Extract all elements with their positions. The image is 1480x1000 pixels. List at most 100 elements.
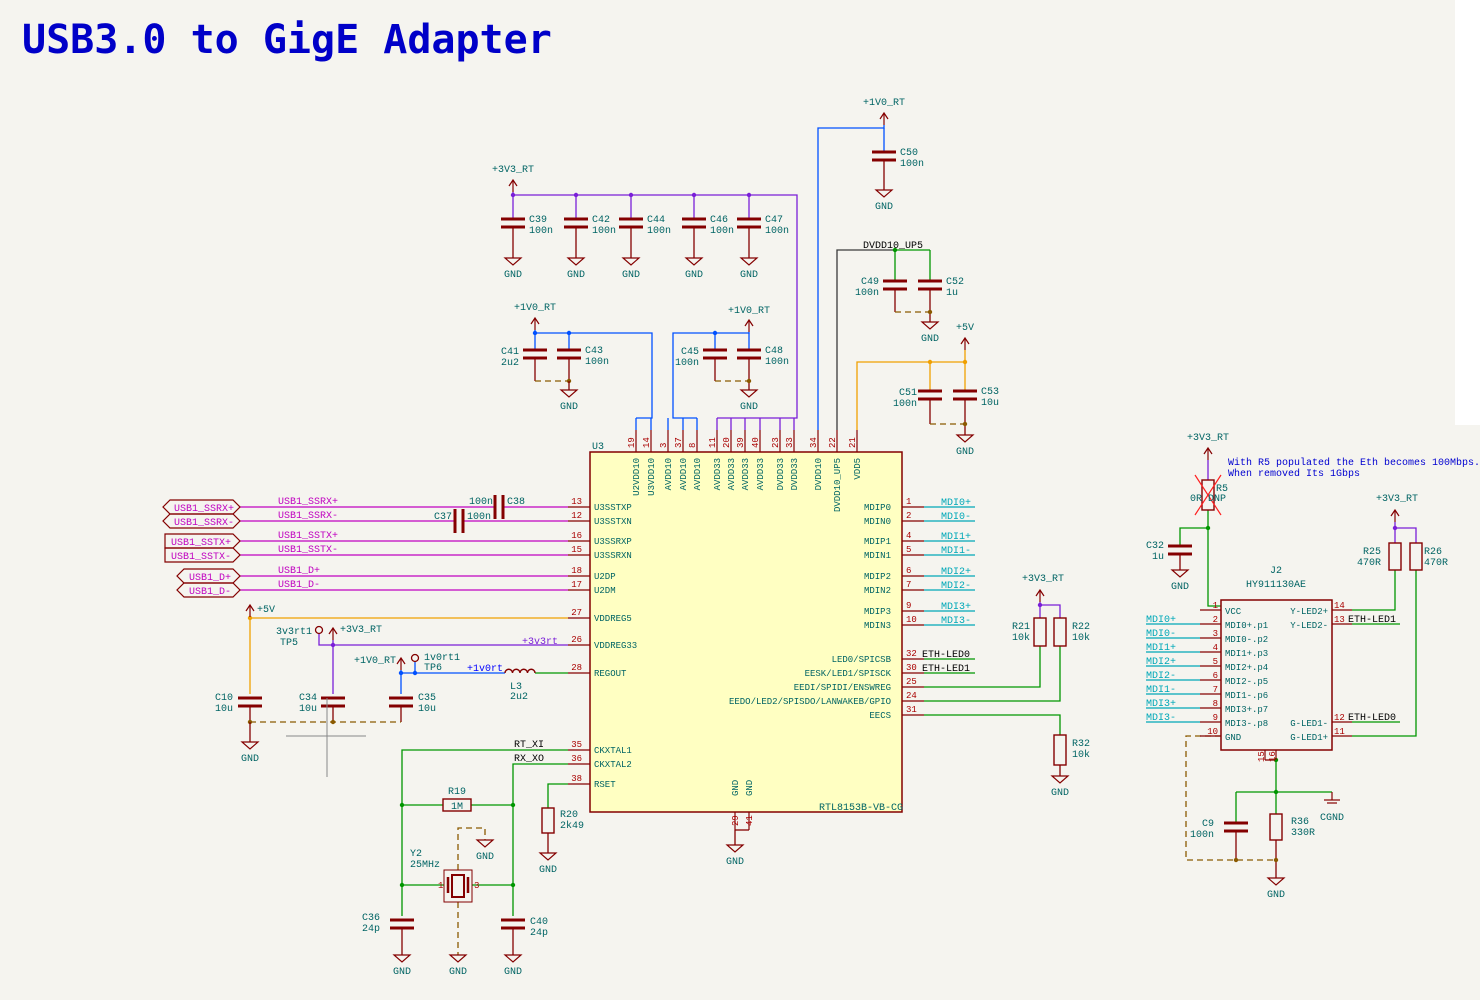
net-5v[interactable] — [856, 350, 966, 430]
global-label-shape[interactable] — [176, 582, 241, 598]
net-rx-xo[interactable] — [512, 763, 568, 916]
capacitor-c49[interactable] — [883, 279, 907, 291]
component-value: 100n — [765, 226, 789, 237]
capacitor-c10[interactable] — [238, 696, 262, 708]
pin-name: EESK/LED1/SPISCK — [805, 669, 892, 679]
connector-j2-ref: J2 — [1270, 566, 1282, 577]
wire[interactable] — [1352, 570, 1396, 611]
capacitor-c44[interactable] — [619, 217, 643, 229]
component-ref: C34 — [299, 693, 317, 704]
component-value: 24p — [362, 924, 380, 935]
component-ref: C36 — [362, 913, 380, 924]
net-dvdd10-up5[interactable] — [836, 249, 895, 430]
capacitor-c52[interactable] — [918, 279, 942, 291]
capacitor-c34[interactable] — [321, 696, 345, 708]
component-value: 1v0rt1 — [424, 653, 460, 664]
pin-number: 21 — [848, 437, 858, 448]
capacitor-c35[interactable] — [389, 696, 413, 708]
pin-number: 3 — [1213, 629, 1218, 639]
power-symbol — [1390, 508, 1400, 522]
junction-dot — [1037, 602, 1043, 608]
gnd-symbol — [503, 954, 523, 963]
global-label-shape[interactable] — [164, 533, 241, 549]
ic-u3-ref: U3 — [592, 442, 604, 453]
wire[interactable] — [924, 646, 1041, 688]
resistor-r22[interactable] — [1053, 617, 1067, 647]
test-point-tp5[interactable] — [314, 625, 324, 635]
pin-name: Y-LED2- — [1290, 621, 1328, 631]
pin-name: U3VDD10 — [647, 458, 657, 496]
capacitor-c41[interactable] — [523, 348, 547, 360]
component-ref: C42 — [592, 215, 610, 226]
wire[interactable] — [1179, 527, 1208, 546]
resistor-r25[interactable] — [1388, 542, 1402, 571]
capacitor-c37[interactable] — [453, 509, 465, 533]
pin-number: 40 — [751, 437, 761, 448]
capacitor-c40[interactable] — [501, 918, 525, 930]
junction-dot — [399, 882, 405, 888]
net-5v[interactable] — [249, 617, 568, 619]
net-1v0-rt[interactable] — [817, 125, 885, 430]
pin-number: 5 — [906, 545, 911, 555]
capacitor-c53[interactable] — [953, 389, 977, 401]
component-ref: R5 — [1216, 484, 1228, 495]
global-label-shape[interactable] — [162, 513, 241, 529]
capacitor-c36[interactable] — [390, 918, 414, 930]
net-3v3-rt[interactable] — [1039, 602, 1061, 618]
capacitor-c46[interactable] — [682, 217, 706, 229]
net-label-eth-led0: ETH-LED0 — [922, 650, 970, 661]
component-ref: R21 — [1012, 622, 1030, 633]
wire[interactable] — [1352, 570, 1417, 737]
capacitor-c47[interactable] — [737, 217, 761, 229]
net-label-mdi: MDI0- — [1146, 629, 1176, 640]
net-rt-xi[interactable] — [401, 749, 568, 916]
crystal-y2[interactable] — [443, 869, 473, 903]
capacitor-c48[interactable] — [737, 348, 761, 360]
global-label-usb: USB1_D+ — [189, 573, 231, 584]
pin-number: 9 — [1213, 713, 1218, 723]
component-ref: C38 — [507, 497, 525, 508]
capacitor-c42[interactable] — [564, 217, 588, 229]
capacitor-c50[interactable] — [872, 150, 896, 162]
component-value: 10k — [1072, 749, 1090, 761]
global-label-shape[interactable] — [164, 547, 241, 563]
pin-number: 26 — [571, 635, 582, 645]
pin-name: DVDD33 — [790, 458, 800, 490]
component-ref: R32 — [1072, 739, 1090, 750]
capacitor-c39[interactable] — [501, 217, 525, 229]
net-3v3rt[interactable] — [318, 634, 333, 646]
gnd-net[interactable] — [1185, 735, 1276, 861]
wire[interactable] — [1207, 510, 1221, 607]
pin-name: MDI3+.p7 — [1225, 705, 1268, 715]
resistor-r32[interactable] — [1053, 734, 1067, 766]
inductor-l3[interactable] — [504, 668, 536, 674]
ic-u3-body[interactable] — [589, 451, 903, 813]
wire[interactable] — [924, 646, 1061, 702]
wire[interactable] — [547, 783, 568, 808]
capacitor-c9[interactable] — [1224, 821, 1248, 833]
resistor-r21[interactable] — [1033, 617, 1047, 647]
capacitor-c32[interactable] — [1168, 544, 1192, 556]
test-point-tp6[interactable] — [410, 653, 420, 663]
resistor-r36[interactable] — [1269, 813, 1283, 841]
net-1v0-rt[interactable] — [672, 332, 750, 419]
net-3v3-rt[interactable] — [1395, 527, 1417, 543]
capacitor-c45[interactable] — [703, 348, 727, 360]
global-label-usb: USB1_SSTX- — [171, 552, 231, 563]
resistor-r26[interactable] — [1409, 542, 1423, 571]
capacitor-c51[interactable] — [918, 389, 942, 401]
net-1v0-rt[interactable] — [534, 330, 653, 419]
resistor-r20[interactable] — [541, 807, 555, 834]
capacitor-c43[interactable] — [557, 348, 581, 360]
resistor-r5[interactable] — [1201, 479, 1215, 511]
wire[interactable] — [924, 714, 1061, 735]
capacitor-c38[interactable] — [493, 495, 505, 519]
resistor-r19[interactable] — [442, 798, 472, 812]
junction-dot — [628, 192, 634, 198]
component-value: 470R — [1357, 558, 1381, 569]
component-ref: R36 — [1291, 817, 1309, 828]
gnd-net[interactable] — [457, 827, 486, 870]
junction-dot — [1205, 525, 1211, 531]
